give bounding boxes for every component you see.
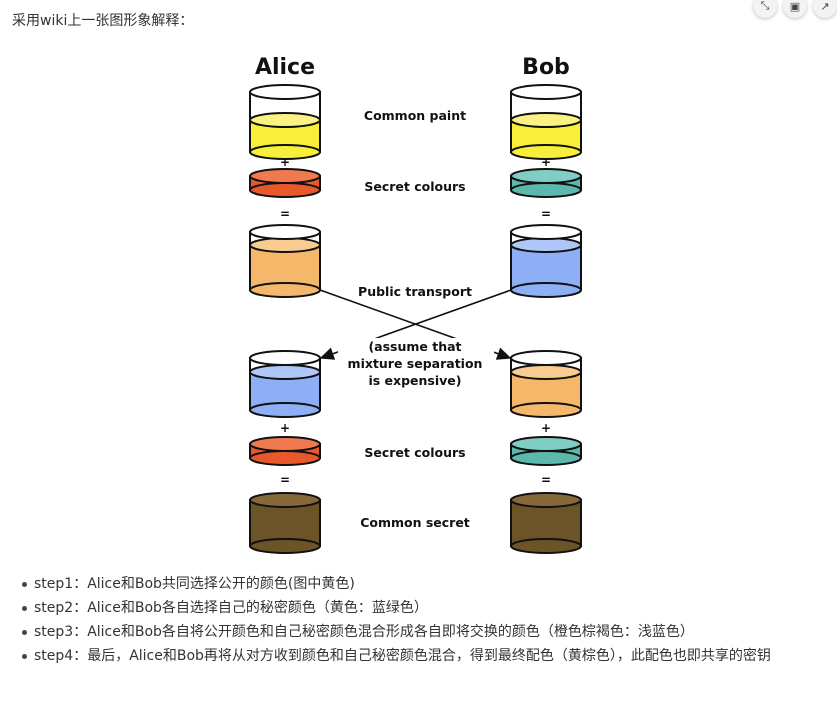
secret-colours-label-1: Secret colours xyxy=(364,179,465,194)
common-secret-label: Common secret xyxy=(360,515,470,530)
alice-common-secret-jar xyxy=(249,492,321,554)
alice-mixture-jar xyxy=(249,224,321,298)
common-paint-label: Common paint xyxy=(364,108,466,123)
alice-received-jar xyxy=(249,350,321,418)
intro-text: 采用wiki上一张图形象解释： xyxy=(12,13,194,29)
image-toolbar: ⤡ ▣ ↗ xyxy=(753,0,837,18)
public-transport-label: Public transport xyxy=(358,284,472,299)
step-item: step1：Alice和Bob共同选择公开的颜色(图中黄色) xyxy=(20,572,830,596)
copy-icon[interactable]: ▣ xyxy=(783,0,807,18)
assumption-line-2: mixture separation xyxy=(348,356,483,371)
diffie-hellman-paint-diagram: Alice Bob Common paint + + Secret colour… xyxy=(249,55,582,554)
secret-colours-label-2: Secret colours xyxy=(364,445,465,460)
bob-received-jar xyxy=(510,350,582,418)
bob-secret-colour-disc xyxy=(510,168,582,198)
bob-mixture-jar xyxy=(510,224,582,298)
alice-equals-1: = xyxy=(280,207,290,221)
collapse-icon[interactable]: ⤡ xyxy=(753,0,777,18)
bob-equals-2: = xyxy=(541,473,551,487)
bob-common-paint-jar xyxy=(510,84,582,160)
alice-plus-2: + xyxy=(280,421,290,435)
bob-label: Bob xyxy=(522,55,570,80)
alice-equals-2: = xyxy=(280,473,290,487)
alice-secret-colour-disc xyxy=(249,168,321,198)
assumption-line-3: is expensive) xyxy=(368,373,461,388)
step-item: step2：Alice和Bob各自选择自己的秘密颜色（黄色：蓝绿色） xyxy=(20,596,830,620)
external-icon[interactable]: ↗ xyxy=(813,0,837,18)
alice-secret-colour-disc-2 xyxy=(249,436,321,466)
bob-equals-1: = xyxy=(541,207,551,221)
step-item: step3：Alice和Bob各自将公开颜色和自己秘密颜色混合形成各自即将交换的… xyxy=(20,620,830,644)
alice-label: Alice xyxy=(255,55,315,80)
alice-common-paint-jar xyxy=(249,84,321,160)
bob-common-secret-jar xyxy=(510,492,582,554)
alice-plus-1: + xyxy=(280,155,290,169)
assumption-line-1: (assume that xyxy=(368,339,461,354)
bob-plus-2: + xyxy=(541,421,551,435)
steps-list: step1：Alice和Bob共同选择公开的颜色(图中黄色) step2：Ali… xyxy=(20,572,830,668)
bob-secret-colour-disc-2 xyxy=(510,436,582,466)
step-item: step4：最后，Alice和Bob再将从对方收到颜色和自己秘密颜色混合，得到最… xyxy=(20,644,830,668)
bob-plus-1: + xyxy=(541,155,551,169)
